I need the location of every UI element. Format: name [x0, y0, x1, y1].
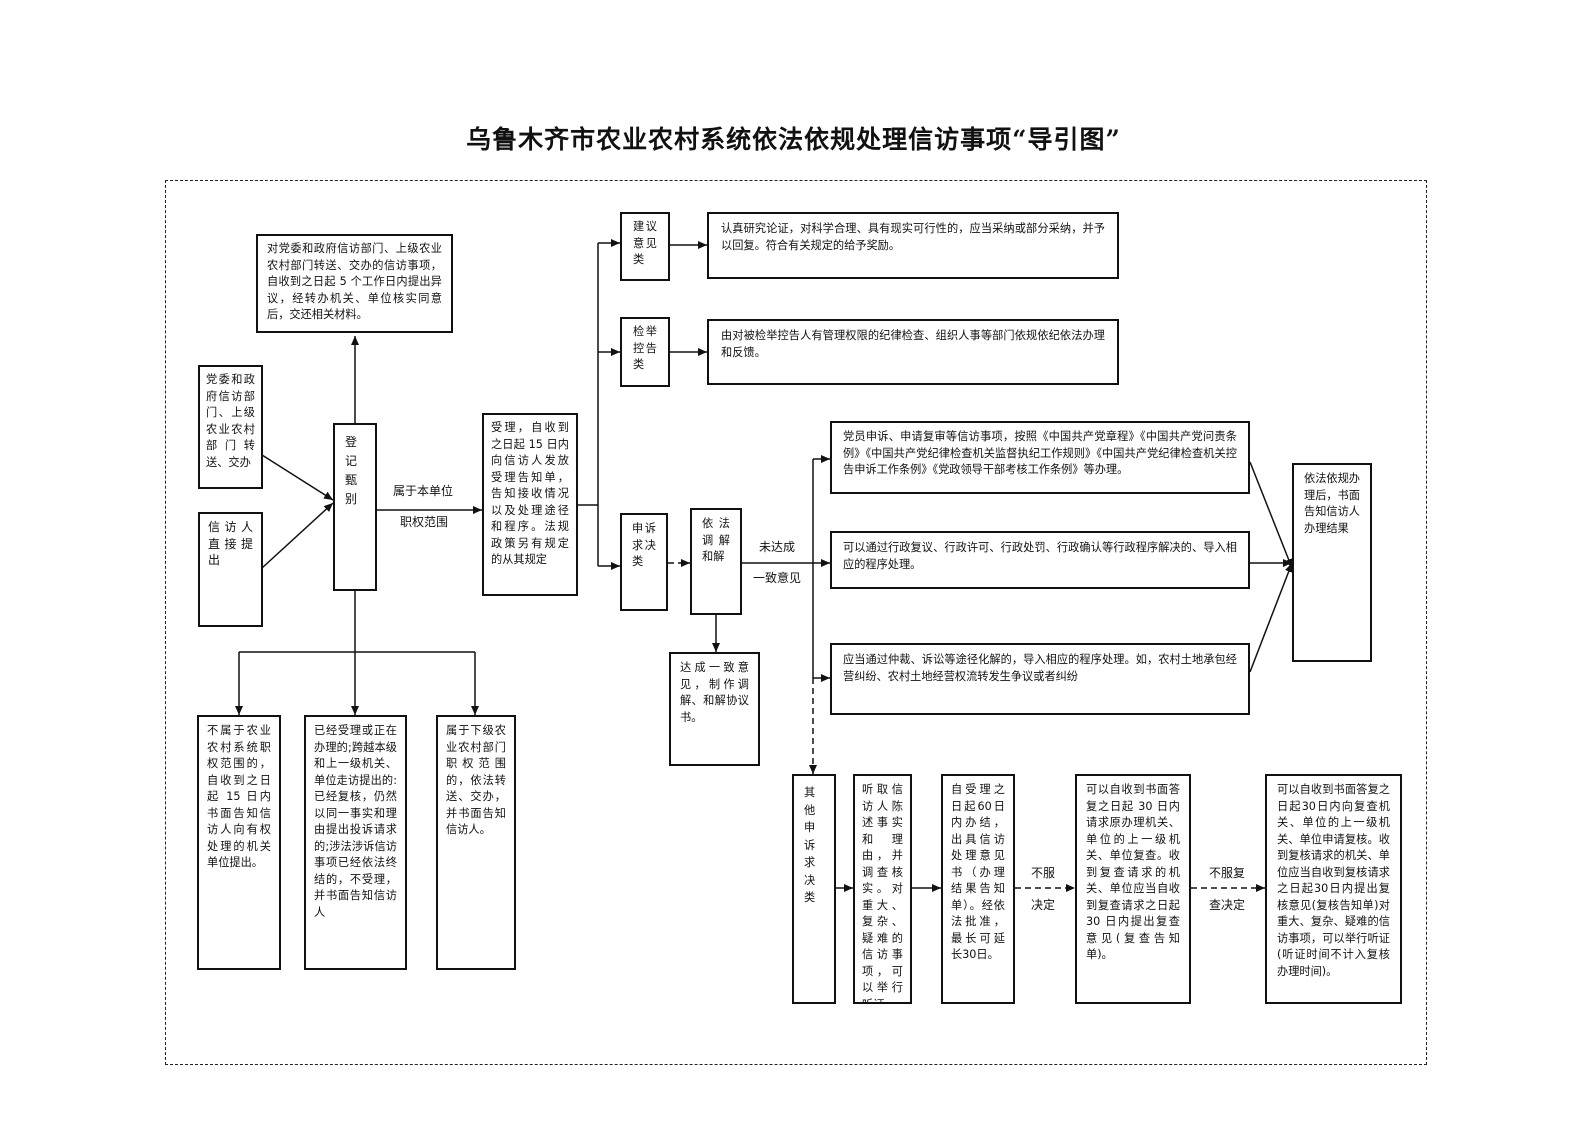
already-accepted-text: 已经受理或正在办理的;跨越本级和上一级机关、单位走访提出的:已经复核，仍然以同一…: [314, 724, 397, 919]
complaint-text: 申诉求决类: [632, 522, 656, 568]
review-text: 可以自收到书面答复之日起 30 日内请求原办理机关、单位的上一级机关、单位复查。…: [1086, 783, 1180, 961]
not-belong-text: 不属于农业农村系统职权范围的，自收到之日起 15 日内书面告知信访人向有权处理的…: [207, 724, 271, 869]
suggest-text: 建议意见类: [633, 220, 657, 266]
source-petitioner-text: 信访人直接提出: [208, 520, 253, 567]
suggest-desc-box: 认真研究论证，对科学合理、具有现实可行性的，应当采纳或部分采纳，并予以回复。符合…: [707, 212, 1119, 279]
edge-party-member-result: [1249, 461, 1293, 569]
label-scope-1: 属于本单位: [393, 484, 454, 498]
label-dissatisfied-1: 不服: [1031, 866, 1056, 880]
lower-level-box: 属于下级农业农村部门职权范围的，依法转送、交办，并书面告知信访人。: [436, 715, 516, 970]
label-fail-1: 未达成: [759, 540, 796, 554]
complaint-box: 申诉求决类: [620, 513, 668, 611]
suggest-box: 建议意见类: [620, 212, 670, 281]
objection-box: 对党委和政府信访部门、上级农业农村部门转送、交办的信访事项，自收到之日起 5 个…: [256, 234, 453, 333]
agree-box: 达成一致意见，制作调解、和解协议书。: [669, 652, 760, 766]
recheck-box: 可以自收到书面答复之日起30日内向复查机关、单位的上一级机关、单位申请复核。收到…: [1265, 774, 1402, 1004]
report-text: 检举控告类: [633, 325, 657, 371]
label-fail-2: 一致意见: [753, 571, 802, 585]
objection-text: 对党委和政府信访部门、上级农业农村部门转送、交办的信访事项，自收到之日起 5 个…: [267, 242, 442, 321]
edge-petitioner-register: [261, 502, 334, 569]
source-party-box: 党委和政府信访部门、上级农业农村部门转送、交办: [198, 365, 263, 489]
register-box: 登记甄别: [333, 423, 377, 591]
page-title: 乌鲁木齐市农业农村系统依法依规处理信访事项“导引图”: [466, 125, 1121, 154]
report-desc-box: 由对被检举控告人有管理权限的纪律检查、组织人事等部门依规依纪依法办理和反馈。: [707, 319, 1119, 385]
label-scope-2: 职权范围: [400, 515, 449, 529]
mediate-text: 依法调解和解: [702, 517, 730, 563]
label-dissatisfied-2: 决定: [1031, 898, 1056, 912]
label-dissatisfied-review-2: 查决定: [1209, 898, 1246, 912]
edge-arbitration-result: [1249, 562, 1293, 673]
deadline-box: 自受理之日起60日内办结，出具信访处理意见书（办理结果告知单）。经依法批准，最长…: [941, 774, 1015, 1004]
arbitration-text: 应当通过仲裁、诉讼等途径化解的，导入相应的程序处理。如，农村土地承包经营纠纷、农…: [843, 653, 1237, 683]
hearing-box: 听取信访人陈述事实和理由，并调查核实。对重大、复杂、疑难的信访事项，可以举行听证…: [853, 774, 912, 1004]
report-desc-text: 由对被检举控告人有管理权限的纪律检查、组织人事等部门依规依纪依法办理和反馈。: [721, 329, 1105, 359]
agree-text: 达成一致意见，制作调解、和解协议书。: [680, 661, 749, 724]
accept-text: 受理，自收到之日起 15 日内向信访人发放受理告知单，告知接收情况以及处理途径和…: [491, 421, 569, 566]
suggest-desc-text: 认真研究论证，对科学合理、具有现实可行性的，应当采纳或部分采纳，并予以回复。符合…: [721, 222, 1105, 252]
mediate-box: 依法调解和解: [690, 508, 742, 615]
edge-party-register: [261, 454, 334, 501]
result-text: 依法依规办理后，书面告知信访人办理结果: [1304, 472, 1360, 535]
source-party-text: 党委和政府信访部门、上级农业农村部门转送、交办: [206, 373, 255, 469]
deadline-text: 自受理之日起60日内办结，出具信访处理意见书（办理结果告知单）。经依法批准，最长…: [951, 783, 1005, 961]
accept-box: 受理，自收到之日起 15 日内向信访人发放受理告知单，告知接收情况以及处理途径和…: [482, 413, 578, 596]
register-text: 登记甄别: [345, 435, 358, 506]
hearing-text: 听取信访人陈述事实和理由，并调查核实。对重大、复杂、疑难的信访事项，可以举行听证…: [862, 783, 903, 1004]
dashed-frame: [165, 180, 1427, 1065]
report-box: 检举控告类: [620, 317, 670, 387]
other-complaint-text: 其他申诉求决类: [804, 786, 816, 904]
lower-level-text: 属于下级农业农村部门职权范围的，依法转送、交办，并书面告知信访人。: [446, 724, 506, 836]
already-accepted-box: 已经受理或正在办理的;跨越本级和上一级机关、单位走访提出的:已经复核，仍然以同一…: [304, 715, 407, 970]
review-box: 可以自收到书面答复之日起 30 日内请求原办理机关、单位的上一级机关、单位复查。…: [1075, 774, 1191, 1004]
other-complaint-box: 其他申诉求决类: [792, 774, 836, 1004]
arbitration-box: 应当通过仲裁、诉讼等途径化解的，导入相应的程序处理。如，农村土地承包经营纠纷、农…: [830, 643, 1250, 715]
admin-procedure-text: 可以通过行政复议、行政许可、行政处罚、行政确认等行政程序解决的、导入相应的程序处…: [843, 541, 1237, 571]
admin-procedure-box: 可以通过行政复议、行政许可、行政处罚、行政确认等行政程序解决的、导入相应的程序处…: [830, 531, 1250, 589]
not-belong-box: 不属于农业农村系统职权范围的，自收到之日起 15 日内书面告知信访人向有权处理的…: [197, 715, 281, 970]
source-petitioner-box: 信访人直接提出: [198, 512, 263, 627]
label-dissatisfied-review-1: 不服复: [1209, 866, 1246, 880]
recheck-text: 可以自收到书面答复之日起30日内向复查机关、单位的上一级机关、单位申请复核。收到…: [1277, 783, 1390, 978]
party-member-box: 党员申诉、申请复审等信访事项，按照《中国共产党章程》《中国共产党问责条例》《中国…: [830, 421, 1250, 494]
party-member-text: 党员申诉、申请复审等信访事项，按照《中国共产党章程》《中国共产党问责条例》《中国…: [843, 430, 1237, 476]
result-box: 依法依规办理后，书面告知信访人办理结果: [1292, 463, 1372, 662]
